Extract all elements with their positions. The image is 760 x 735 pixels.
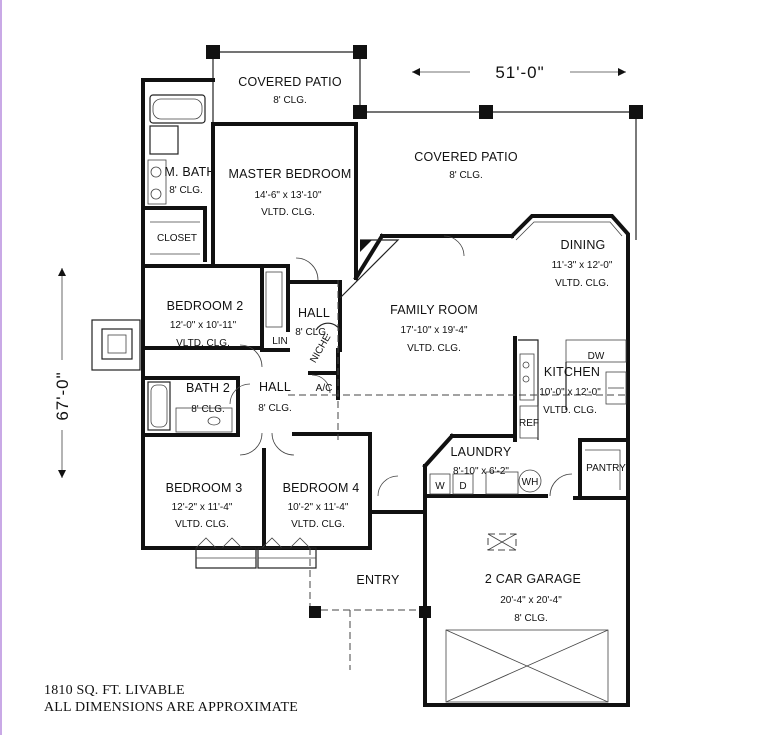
- laundry-size: 8'-10" x 6'-2": [453, 466, 509, 477]
- dashed-lines: [288, 280, 628, 670]
- family-room-size: 17'-10" x 19'-4": [400, 325, 468, 336]
- garage-size: 20'-4" x 20'-4": [500, 595, 562, 606]
- master-bath-name: M. BATH: [164, 165, 215, 179]
- dining-name: DINING: [561, 238, 606, 252]
- master-bedroom-ceiling: VLTD. CLG.: [261, 207, 315, 218]
- washer-label: W: [435, 481, 445, 492]
- hall-upper-name: HALL: [298, 306, 330, 320]
- linen-label: LIN: [272, 336, 288, 347]
- hall-upper-ceiling: 8' CLG.: [295, 327, 329, 338]
- bedroom-2-size: 12'-0" x 10'-11": [170, 320, 237, 331]
- bedroom-3-size: 12'-2" x 11'-4": [172, 502, 233, 513]
- patio-posts: [206, 45, 643, 618]
- bedroom-3-ceiling: VLTD. CLG.: [175, 519, 229, 530]
- bedroom-2-ceiling: VLTD. CLG.: [176, 338, 230, 349]
- depth-dimension-label: 67'-0": [53, 371, 72, 420]
- closet-label: CLOSET: [157, 233, 197, 244]
- bedroom-2-name: BEDROOM 2: [167, 299, 244, 313]
- patio-main-name: COVERED PATIO: [414, 150, 518, 164]
- room-labels: COVERED PATIO 8' CLG. COVERED PATIO 8' C…: [157, 75, 626, 624]
- pantry-label: PANTRY: [586, 463, 626, 474]
- bedroom-4-name: BEDROOM 4: [283, 481, 360, 495]
- patio-main-ceiling: 8' CLG.: [449, 170, 483, 181]
- width-dimension: 51'-0": [412, 63, 626, 82]
- kitchen-size: 10'-0" x 12'-0": [539, 387, 601, 398]
- dryer-label: D: [459, 481, 466, 492]
- patio-rear-name: COVERED PATIO: [238, 75, 342, 89]
- bedroom-3-name: BEDROOM 3: [166, 481, 243, 495]
- ac-label: A/C: [316, 383, 333, 394]
- laundry-name: LAUNDRY: [451, 445, 512, 459]
- entry-label: ENTRY: [356, 573, 400, 587]
- water-heater-label: WH: [522, 477, 539, 488]
- width-dimension-label: 51'-0": [495, 63, 544, 82]
- bath-2-name: BATH 2: [186, 381, 230, 395]
- family-room-ceiling: VLTD. CLG.: [407, 343, 461, 354]
- hall-lower-ceiling: 8' CLG.: [258, 403, 292, 414]
- master-bedroom-size: 14'-6" x 13'-10": [254, 190, 322, 201]
- dining-size: 11'-3" x 12'-0": [552, 260, 613, 271]
- dishwasher-label: DW: [588, 351, 605, 362]
- fixtures: [91, 94, 627, 703]
- hall-lower-name: HALL: [259, 380, 291, 394]
- kitchen-ceiling: VLTD. CLG.: [543, 405, 597, 416]
- approximate-note: ALL DIMENSIONS ARE APPROXIMATE: [44, 700, 299, 715]
- dining-ceiling: VLTD. CLG.: [555, 278, 609, 289]
- bedroom-4-size: 10'-2" x 11'-4": [288, 502, 349, 513]
- livable-area-note: 1810 SQ. FT. LIVABLE: [44, 683, 185, 698]
- master-bath-ceiling: 8' CLG.: [169, 185, 203, 196]
- garage-name: 2 CAR GARAGE: [485, 572, 581, 586]
- refrigerator-label: REF: [519, 418, 539, 429]
- bedroom-4-ceiling: VLTD. CLG.: [291, 519, 345, 530]
- master-bedroom-name: MASTER BEDROOM: [229, 167, 352, 181]
- depth-dimension: 67'-0": [53, 268, 72, 478]
- family-room-name: FAMILY ROOM: [390, 303, 478, 317]
- left-edge: [0, 0, 2, 735]
- garage-ceiling: 8' CLG.: [514, 613, 548, 624]
- kitchen-name: KITCHEN: [544, 365, 600, 379]
- bath-2-ceiling: 8' CLG.: [191, 404, 225, 415]
- patio-rear-ceiling: 8' CLG.: [273, 95, 307, 106]
